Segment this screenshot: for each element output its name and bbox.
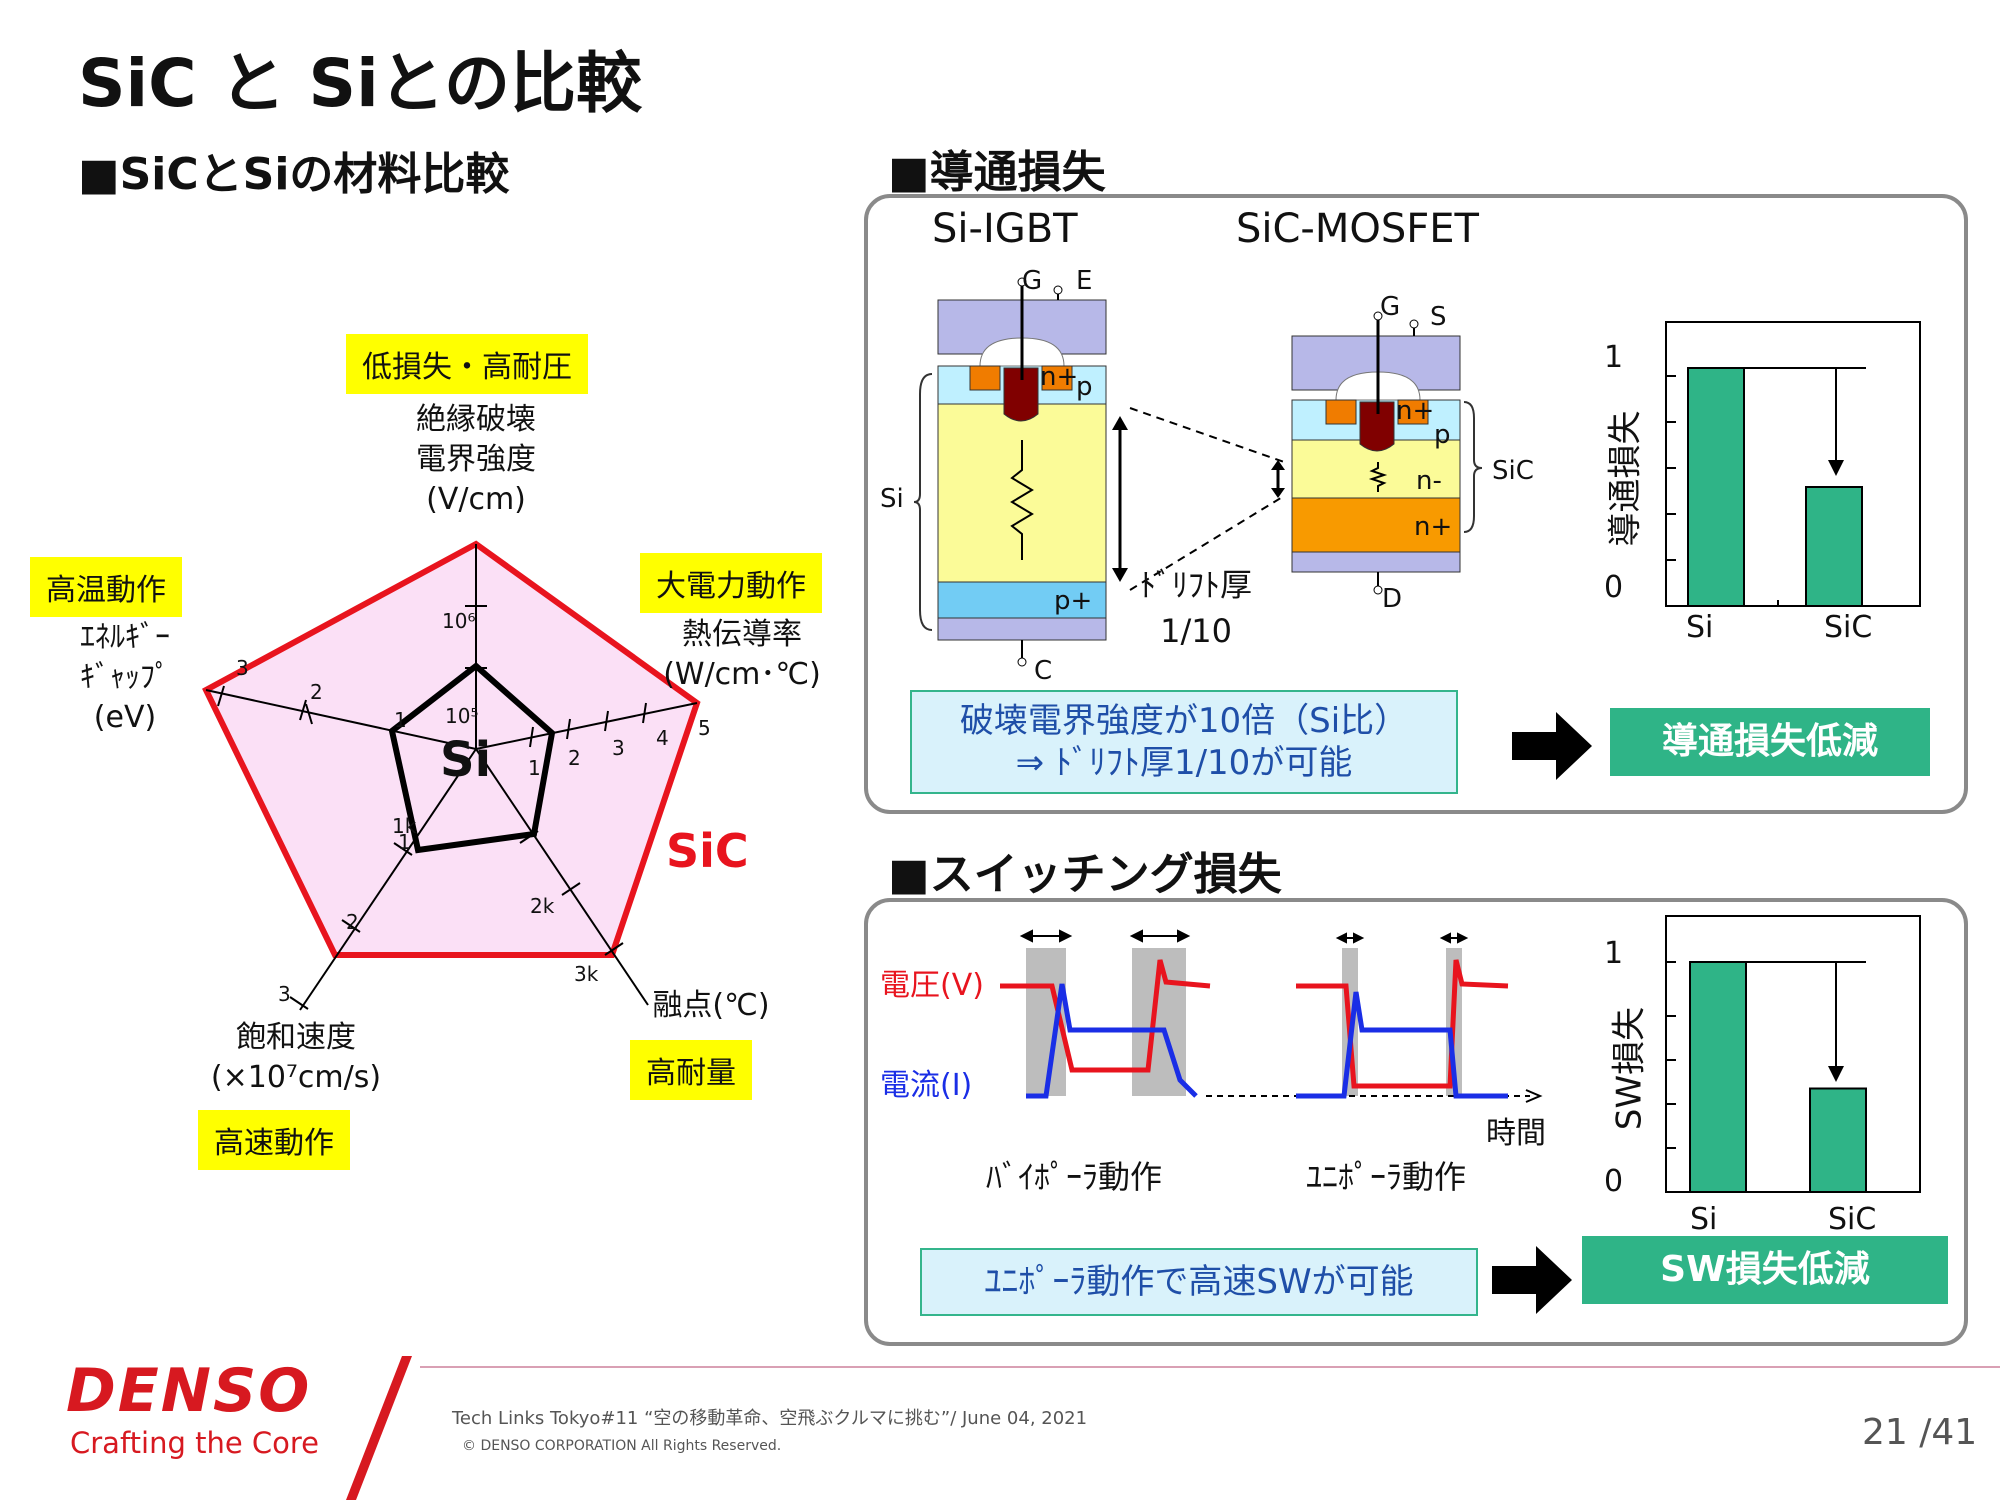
current-label: 電流(I)	[880, 1068, 973, 1103]
tick-bl-3: 3	[278, 982, 291, 1006]
tick-left-1: 1	[394, 708, 407, 732]
switching-bar-chart	[1665, 915, 1921, 1193]
igbt-nplus-label: n+	[1040, 362, 1079, 392]
denso-logo: DENSO	[66, 1356, 312, 1426]
axis-label-right: 熱伝導率(W/cm･℃)	[663, 617, 821, 692]
tick-top-1: 10⁵	[445, 704, 479, 728]
tick-right-1: 1	[528, 756, 541, 780]
axis-bottom-right	[475, 748, 649, 1006]
switching-ticks	[1666, 961, 1676, 1193]
conduction-ytick-0: 0	[1604, 570, 1624, 605]
mosfet-title: SiC-MOSFET	[1236, 206, 1479, 252]
unipolar-label: ﾕﾆﾎﾟｰﾗ動作	[1306, 1158, 1467, 1196]
switching-bar-sic	[1809, 1087, 1867, 1193]
tag-robust: 高耐量	[630, 1040, 752, 1100]
radar-chart	[202, 540, 701, 1011]
si-polygon	[388, 662, 556, 854]
mosfet-source-label: S	[1430, 302, 1447, 332]
switching-result: SW損失低減	[1582, 1236, 1948, 1304]
brand-tagline: Crafting the Core	[70, 1426, 320, 1460]
igbt-si-label: Si	[880, 484, 904, 514]
conduction-xcat-sic: SiC	[1824, 610, 1873, 645]
mosfet-drain-label: D	[1382, 584, 1403, 614]
bipolar-label: ﾊﾞｲﾎﾟｰﾗ動作	[986, 1158, 1163, 1196]
tick-right-4: 4	[656, 726, 669, 750]
tag-low-loss: 低損失・高耐圧	[346, 334, 588, 394]
tick-br-1: 1k	[392, 814, 417, 838]
conduction-bar-si	[1687, 367, 1745, 607]
mosfet-nplus-label: n+	[1414, 512, 1453, 542]
conduction-result: 導通損失低減	[1610, 708, 1930, 776]
switching-ytick-0: 0	[1604, 1164, 1624, 1199]
mosfet-nplus-top-label: n+	[1396, 396, 1435, 426]
sic-label: SiC	[666, 824, 749, 878]
page-title: SiC と Siとの比較	[78, 45, 643, 122]
mosfet-nminus-label: n-	[1416, 466, 1442, 496]
switching-bar-si	[1689, 961, 1747, 1193]
unipolar-voltage	[1296, 959, 1509, 1089]
axis-label-bottom-left: 飽和速度(×10⁷cm/s)	[210, 1020, 382, 1095]
bipolar-voltage	[1000, 959, 1211, 1073]
footer-event: Tech Links Tokyo#11 “空の移動革命、空飛ぶクルマに挑む”/ …	[452, 1408, 1088, 1429]
conduction-bar-sic	[1805, 486, 1863, 607]
footer-rule	[420, 1366, 2000, 1368]
conduction-xcat-si: Si	[1686, 610, 1714, 645]
switching-xcat-sic: SiC	[1828, 1202, 1877, 1237]
footer-copyright: © DENSO CORPORATION All Rights Reserved.	[462, 1438, 782, 1454]
bipolar-current	[1026, 983, 1198, 1099]
axis-bottom-left	[299, 748, 477, 1011]
conduction-bar-chart	[1665, 321, 1921, 607]
unipolar-current	[1296, 991, 1508, 1099]
footer-slash	[346, 1356, 412, 1500]
voltage-label: 電圧(V)	[880, 968, 984, 1003]
conduction-heading: ■導通損失	[888, 147, 1106, 198]
tick-top-2: 10⁶	[442, 609, 476, 633]
material-comparison-heading: ■SiCとSiの材料比較	[78, 149, 510, 200]
tick-right-3: 3	[612, 736, 625, 760]
tick-left-2: 2	[310, 680, 323, 704]
conduction-ytick-1: 1	[1604, 340, 1624, 375]
axis-right	[475, 702, 698, 750]
tick-left-3: 3	[236, 656, 249, 680]
mosfet-p-label: p	[1434, 420, 1451, 450]
mosfet-gate-label: G	[1380, 292, 1401, 322]
tick-br-2: 2k	[530, 894, 555, 918]
conduction-ticks	[1666, 375, 1676, 607]
tag-high-temp: 高温動作	[30, 557, 182, 617]
tag-high-speed: 高速動作	[198, 1110, 350, 1170]
sic-polygon	[202, 540, 701, 958]
tick-br-3: 3k	[574, 962, 599, 986]
tick-bl-2: 2	[346, 910, 359, 934]
igbt-pplus-label: p+	[1054, 586, 1093, 616]
switching-xcat-si: Si	[1690, 1202, 1718, 1237]
axis-label-bottom-right: 融点(℃)	[652, 988, 770, 1023]
si-label: Si	[440, 732, 492, 788]
igbt-title: Si-IGBT	[932, 206, 1078, 252]
switching-info-box: ﾕﾆﾎﾟｰﾗ動作で高速SWが可能	[920, 1248, 1478, 1316]
time-label: 時間	[1486, 1116, 1546, 1151]
mosfet-sic-label: SiC	[1492, 456, 1534, 486]
axis-left	[205, 689, 477, 750]
tag-high-power: 大電力動作	[640, 553, 822, 613]
page-number: 21 /41	[1862, 1412, 1978, 1453]
igbt-gate-label: G	[1022, 266, 1043, 296]
tick-right-5: 5	[698, 716, 711, 740]
conduction-info-box: 破壊電界強度が10倍（Si比）⇒ ﾄﾞﾘﾌﾄ厚1/10が可能	[910, 690, 1458, 794]
axis-label-left: ｴﾈﾙｷﾞｰｷﾞｬｯﾌﾟ(eV)	[80, 620, 170, 735]
axis-label-top: 絶縁破壊電界強度(V/cm)	[416, 402, 536, 517]
igbt-p-label: p	[1076, 372, 1093, 402]
tick-right-2: 2	[568, 746, 581, 770]
conduction-arrow-icon	[1512, 712, 1592, 780]
tick-bl-1: 1	[398, 830, 411, 854]
switching-ytick-1: 1	[1604, 936, 1624, 971]
igbt-collector-label: C	[1034, 656, 1053, 686]
switching-ylabel: SW損失	[1609, 1006, 1650, 1131]
device-cross-sections	[913, 277, 1483, 667]
switching-heading: ■スイッチング損失	[888, 849, 1282, 900]
igbt-emitter-label: E	[1076, 266, 1093, 296]
switching-arrow-icon	[1492, 1246, 1572, 1314]
